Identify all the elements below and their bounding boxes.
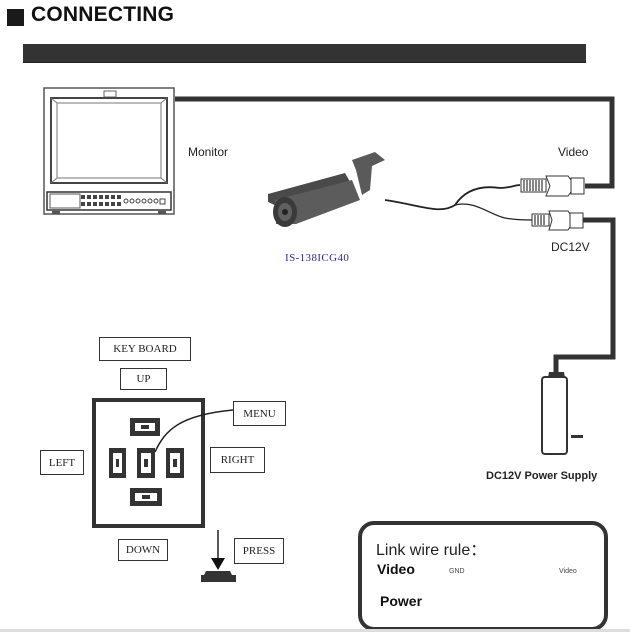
rule-video-label: Video: [377, 561, 415, 577]
video-label: Video: [558, 145, 589, 159]
title-square-bullet: [7, 9, 24, 26]
camera-cable: [384, 184, 521, 211]
monitor-icon: [43, 87, 175, 215]
right-key-label: RIGHT: [210, 447, 265, 473]
header-bar: [23, 44, 586, 63]
left-key-label: LEFT: [40, 450, 84, 475]
dc-power-connector: [531, 210, 584, 231]
power-supply-icon: [541, 372, 583, 455]
page-title: CONNECTING: [31, 3, 175, 26]
rule-power-label: Power: [380, 593, 423, 609]
rule-gnd-label: GND: [449, 568, 465, 575]
press-key-label: PRESS: [234, 538, 284, 564]
keyboard-title-label: KEY BOARD: [99, 337, 191, 361]
camera-model-label: IS-138ICG40: [285, 252, 350, 264]
menu-key-label: MENU: [233, 401, 286, 426]
press-arrow-icon: [201, 530, 236, 582]
power-pigtail: [454, 203, 533, 221]
link-wire-rule-box: [358, 521, 608, 631]
keyboard-panel: [92, 398, 234, 528]
power-wire: [553, 217, 616, 375]
rule-video-pin-label: Video: [559, 568, 577, 575]
monitor-label: Monitor: [188, 145, 229, 159]
page-bottom-edge: [0, 629, 630, 632]
dc12v-label: DC12V: [551, 240, 590, 254]
up-key-label: UP: [120, 368, 167, 390]
down-key-label: DOWN: [118, 539, 168, 561]
power-supply-label: DC12V Power Supply: [486, 470, 598, 482]
video-wire: [175, 96, 615, 189]
link-wire-rule-title: Link wire rule：: [376, 542, 487, 559]
bullet-camera-icon: [268, 152, 385, 227]
video-bnc-connector: [520, 175, 585, 197]
